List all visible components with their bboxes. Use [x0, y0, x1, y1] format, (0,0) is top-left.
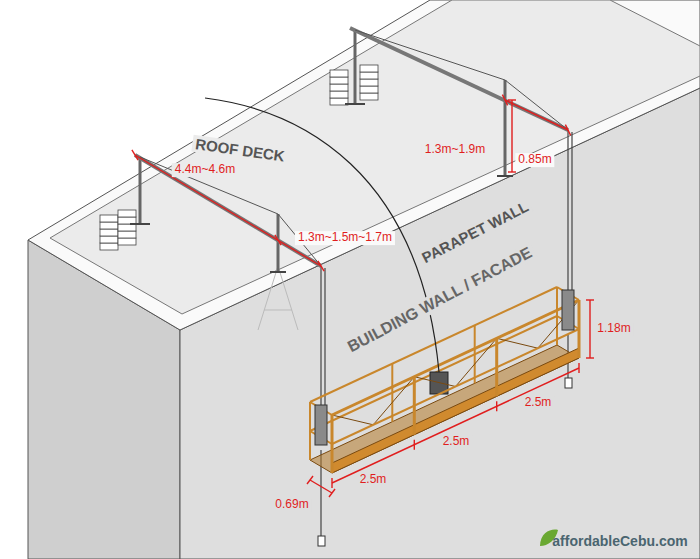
- dimension-label: 2.5m: [440, 435, 473, 449]
- dimension-label: 1.3m~1.5m~1.7m: [295, 231, 395, 245]
- support-frame: [258, 266, 298, 330]
- rope-weight: [565, 378, 572, 388]
- dimension-line: [331, 478, 332, 488]
- dimension-line: [589, 300, 590, 358]
- dimension-line: [310, 480, 332, 493]
- platform: [391, 364, 393, 422]
- dimension-line: [318, 261, 324, 271]
- dimension-label: 1.3m~1.9m: [422, 143, 488, 157]
- counterweight: [100, 229, 118, 236]
- counterweight: [360, 93, 378, 100]
- dimension-label: 0.69m: [272, 498, 311, 512]
- watermark: affordableCebu.com: [549, 533, 690, 549]
- counterweight: [100, 210, 136, 250]
- counterweight: [100, 222, 118, 229]
- right-outrigger: [354, 30, 357, 104]
- suspension-wire: [324, 268, 325, 408]
- platform: [332, 415, 373, 425]
- dimension-line: [508, 99, 516, 100]
- right-outrigger: [330, 28, 568, 176]
- platform: [456, 338, 497, 386]
- rope-weight: [318, 536, 325, 546]
- right-outrigger: [350, 28, 568, 130]
- dimension-line: [132, 150, 138, 160]
- platform: [332, 348, 579, 473]
- left-outrigger: [100, 155, 321, 272]
- dimension-line: [586, 299, 594, 300]
- hoist: [315, 290, 574, 445]
- right-outrigger: [504, 80, 507, 176]
- right-outrigger: [345, 103, 365, 105]
- counterweight: [360, 65, 378, 72]
- suspension-wire: [321, 130, 572, 536]
- suspension-wire: [567, 130, 568, 293]
- dimension-line: [307, 476, 313, 484]
- counterweight: [100, 243, 118, 250]
- dimension-line: [135, 155, 321, 266]
- hoist: [562, 290, 574, 330]
- dimension-line: [505, 100, 568, 130]
- dimension-line: [565, 125, 570, 136]
- dimension-label: 4.4m~4.6m: [172, 163, 238, 177]
- counterweight: [330, 91, 348, 98]
- platform: [474, 325, 476, 383]
- counterweight: [360, 79, 378, 86]
- building: [28, 0, 700, 559]
- platform: [414, 377, 455, 387]
- dimension-line: [578, 363, 579, 373]
- support-frame: [258, 266, 298, 330]
- platform: [373, 377, 414, 425]
- dimension-line: [511, 100, 512, 172]
- dimension-line: [508, 171, 516, 172]
- dimension-line: [586, 357, 594, 358]
- dimension-label: 2.5m: [522, 396, 555, 410]
- platform: [332, 300, 579, 415]
- left-outrigger: [270, 271, 286, 273]
- counterweight: [330, 77, 348, 84]
- dimension-line: [275, 235, 281, 245]
- power-cable: [205, 98, 439, 372]
- dimension-line: [332, 368, 579, 483]
- left-outrigger: [130, 223, 150, 225]
- counterweight: [100, 215, 118, 222]
- counterweight: [118, 217, 136, 224]
- dimension-line: [502, 95, 507, 106]
- dimension-label: 2.5m: [357, 473, 390, 487]
- counterweight: [360, 86, 378, 93]
- hoist: [315, 405, 327, 445]
- left-outrigger: [139, 157, 142, 224]
- dimension-label: 1.18m: [594, 322, 633, 336]
- counterweight: [118, 238, 136, 245]
- building: [28, 0, 700, 330]
- building: [50, 0, 700, 314]
- suspension-wire: [571, 132, 572, 293]
- right-outrigger: [497, 175, 513, 177]
- counterweight: [330, 84, 348, 91]
- counterweight: [360, 72, 378, 79]
- counterweight: [118, 231, 136, 238]
- counterweight: [330, 70, 348, 77]
- left-outrigger: [135, 155, 321, 266]
- dimension-line: [329, 489, 335, 497]
- suspension-wire: [320, 266, 321, 408]
- platform: [310, 287, 579, 473]
- right-outrigger: [355, 30, 568, 130]
- platform: [497, 338, 538, 348]
- dimension-line: [132, 95, 594, 497]
- counterweight: [118, 210, 136, 217]
- dimension-label: 0.85m: [515, 153, 554, 167]
- dimension-line: [414, 440, 415, 450]
- counterweight: [118, 224, 136, 231]
- dimension-line: [496, 401, 497, 411]
- counterweight: [100, 236, 118, 243]
